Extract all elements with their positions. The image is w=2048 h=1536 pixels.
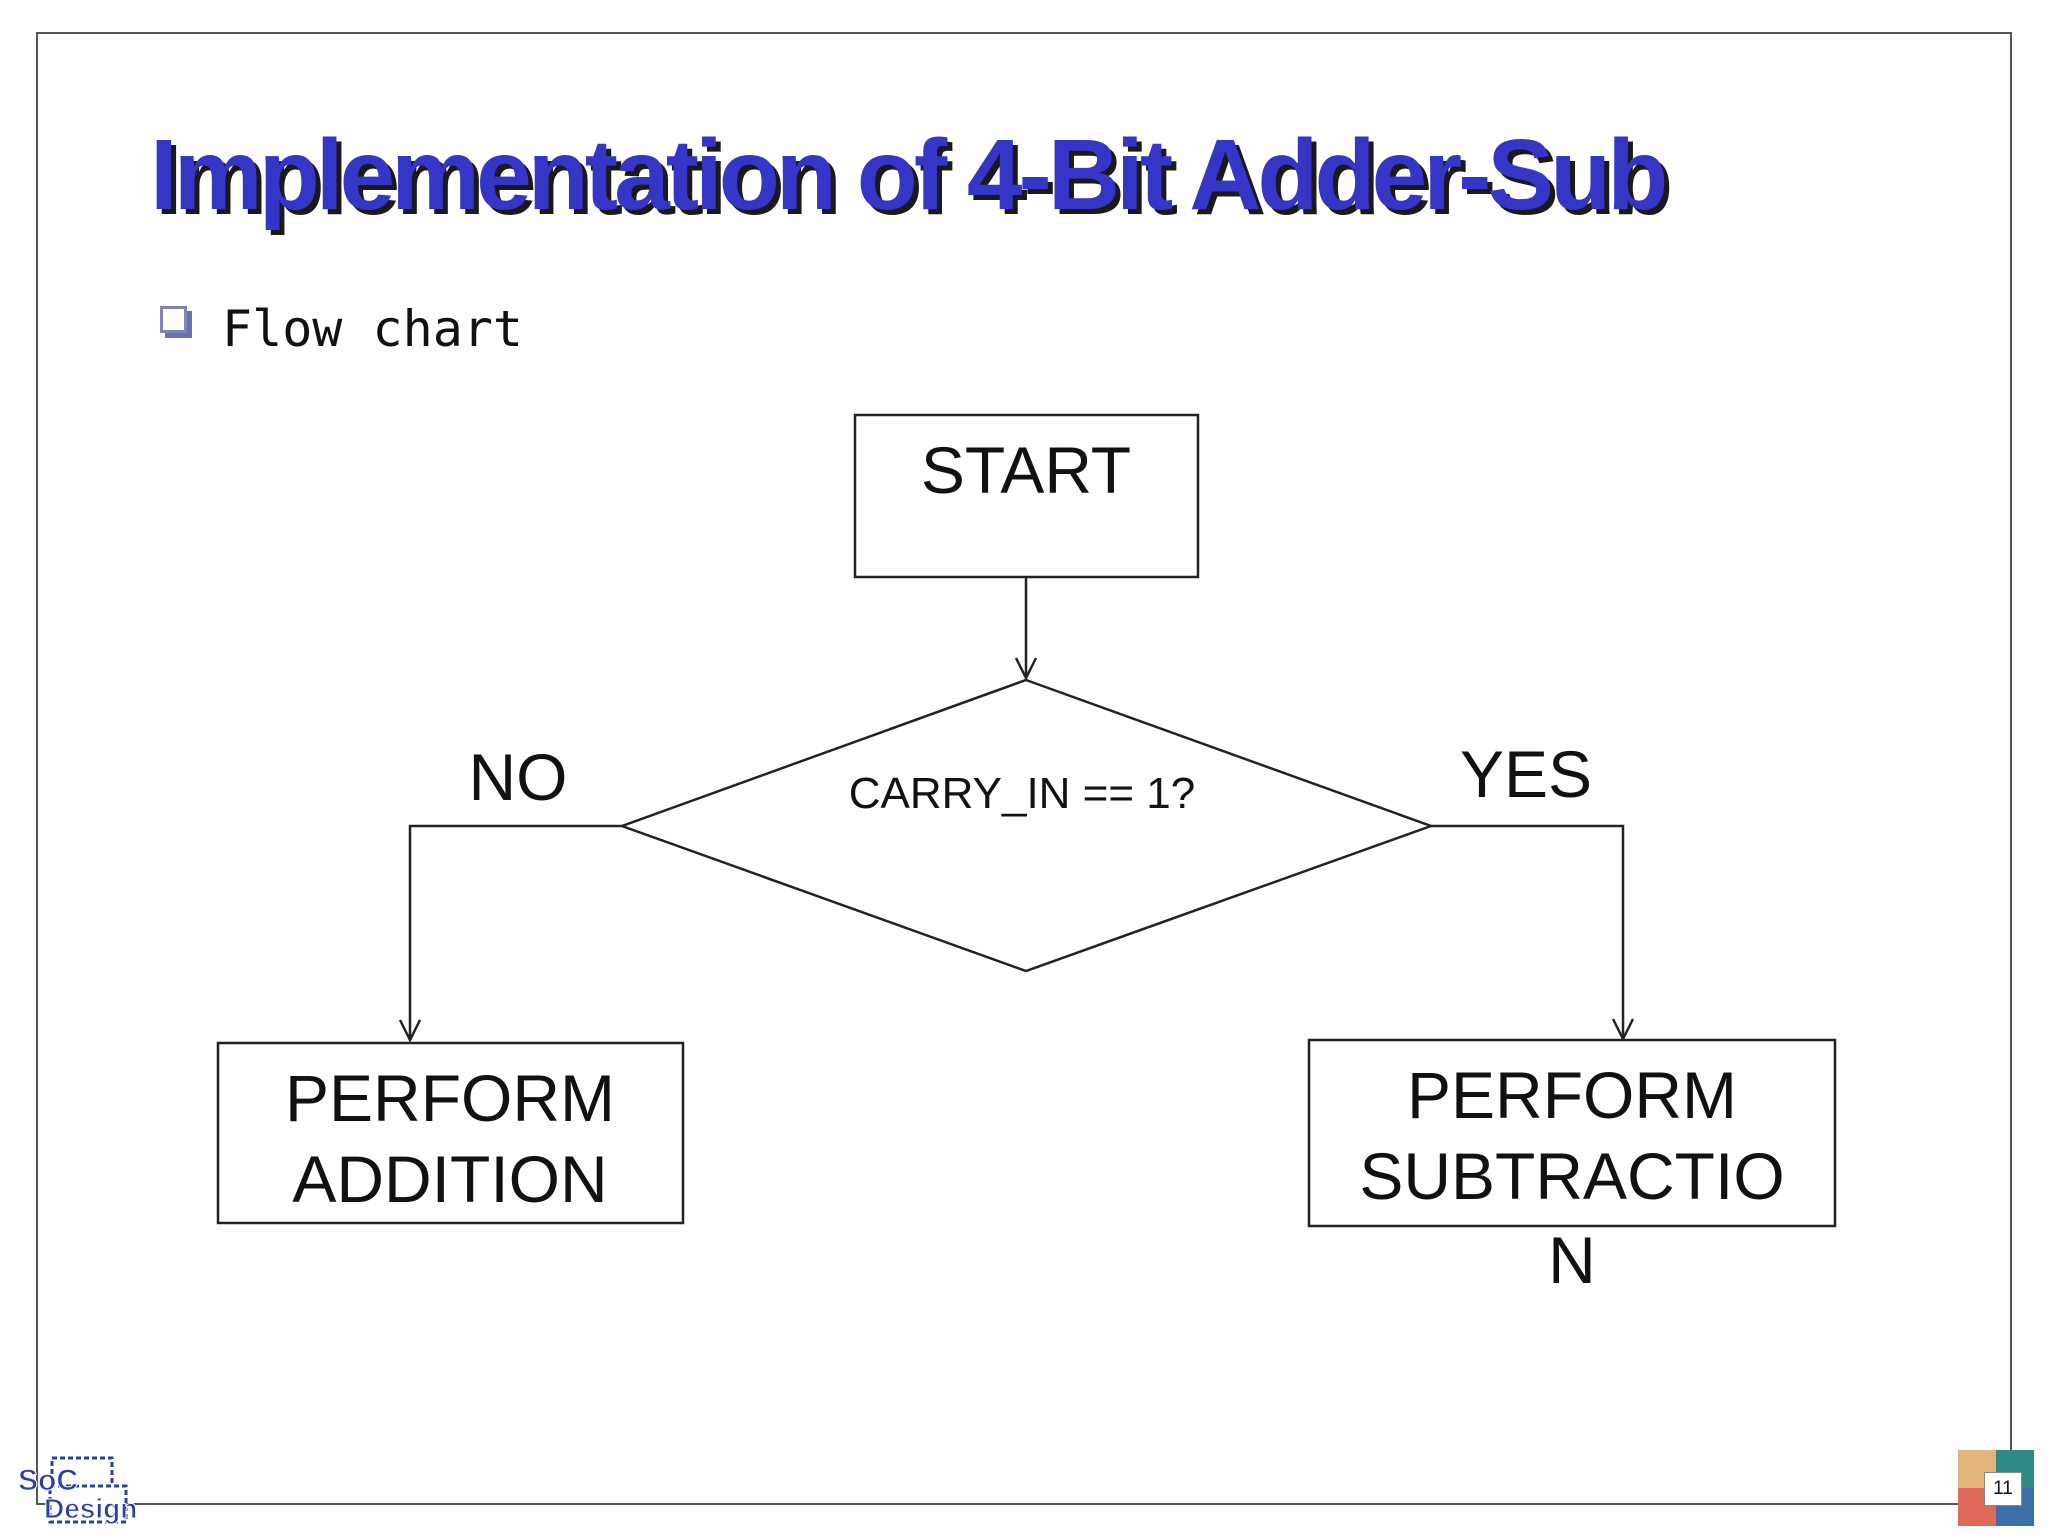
slide-title: Implementation of 4-Bit Adder-Sub	[150, 119, 1668, 231]
arrowhead-down-icon	[1014, 657, 1038, 681]
start-label: START	[921, 433, 1131, 507]
addition-label-line2: ADDITION	[292, 1142, 607, 1216]
decision-label: CARRY_IN == 1?	[849, 769, 1195, 818]
subtraction-label-line3: N	[1548, 1223, 1596, 1297]
page-number: 11	[1984, 1472, 2022, 1506]
checkbox-bullet-icon	[160, 306, 192, 338]
bullet-item: Flow chart	[160, 300, 523, 358]
yes-label: YES	[1460, 737, 1592, 811]
no-label: NO	[469, 740, 568, 814]
arrowhead-down-icon	[398, 1019, 422, 1043]
page-number-badge: 11	[1958, 1450, 2034, 1526]
slide-frame	[36, 32, 2012, 1505]
addition-box	[216, 1041, 685, 1225]
addition-label-line1: PERFORM	[285, 1061, 615, 1135]
no-branch-line	[408, 824, 622, 1040]
decision-diamond	[618, 678, 1435, 973]
bullet-text: Flow chart	[222, 300, 524, 358]
yes-branch-line	[1431, 824, 1625, 1039]
svg-text:Design: Design	[44, 1493, 137, 1524]
svg-text:SoC: SoC	[18, 1464, 78, 1497]
soc-design-logo: SoC Design	[18, 1456, 138, 1525]
start-box	[853, 413, 1200, 579]
subtraction-label-line2: SUBTRACTIO	[1359, 1139, 1784, 1213]
subtraction-box	[1307, 1038, 1837, 1228]
subtraction-label-line1: PERFORM	[1407, 1058, 1737, 1132]
